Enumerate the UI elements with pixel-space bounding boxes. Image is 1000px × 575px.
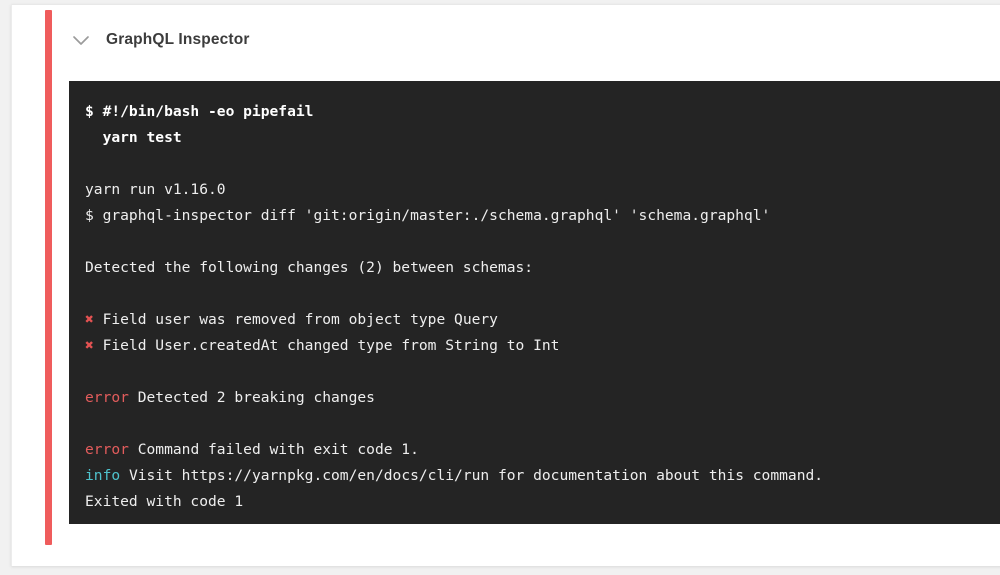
info-label: info <box>85 467 121 484</box>
log-line-info: info Visit https://yarnpkg.com/en/docs/c… <box>85 463 1000 489</box>
status-accent-bar <box>45 10 52 545</box>
log-line <box>85 229 1000 255</box>
log-output[interactable]: $ #!/bin/bash -eo pipefail yarn test yar… <box>69 81 1000 524</box>
page-title: GraphQL Inspector <box>106 31 250 48</box>
chevron-down-icon[interactable] <box>68 27 94 53</box>
step-header[interactable]: GraphQL Inspector <box>68 23 250 57</box>
log-line <box>85 281 1000 307</box>
log-line <box>85 411 1000 437</box>
log-line: Exited with code 1 <box>85 493 244 510</box>
log-line-text: Visit https://yarnpkg.com/en/docs/cli/ru… <box>120 467 824 484</box>
log-line-error: error Detected 2 breaking changes <box>85 385 1000 411</box>
breaking-change-icon: ✖ <box>85 337 94 354</box>
log-line-text: Detected 2 breaking changes <box>128 389 375 406</box>
breaking-change-icon: ✖ <box>85 311 94 328</box>
log-line-command: yarn test <box>85 129 182 146</box>
log-line: $ graphql-inspector diff 'git:origin/mas… <box>85 207 771 224</box>
job-step-card: GraphQL Inspector $ #!/bin/bash -eo pipe… <box>11 4 1000 566</box>
log-line <box>85 151 1000 177</box>
log-line-text: Command failed with exit code 1. <box>128 441 419 458</box>
log-line-change: ✖ Field User.createdAt changed type from… <box>85 333 1000 359</box>
log-line <box>85 359 1000 385</box>
log-line-change: ✖ Field user was removed from object typ… <box>85 307 1000 333</box>
log-line: Detected the following changes (2) betwe… <box>85 259 534 276</box>
log-line-error: error Command failed with exit code 1. <box>85 437 1000 463</box>
log-line-command: $ #!/bin/bash -eo pipefail <box>85 103 314 120</box>
log-line-text: Field User.createdAt changed type from S… <box>93 337 560 354</box>
log-line-text: Field user was removed from object type … <box>93 311 498 328</box>
error-label: error <box>85 389 129 406</box>
log-line: yarn run v1.16.0 <box>85 181 226 198</box>
error-label: error <box>85 441 129 458</box>
